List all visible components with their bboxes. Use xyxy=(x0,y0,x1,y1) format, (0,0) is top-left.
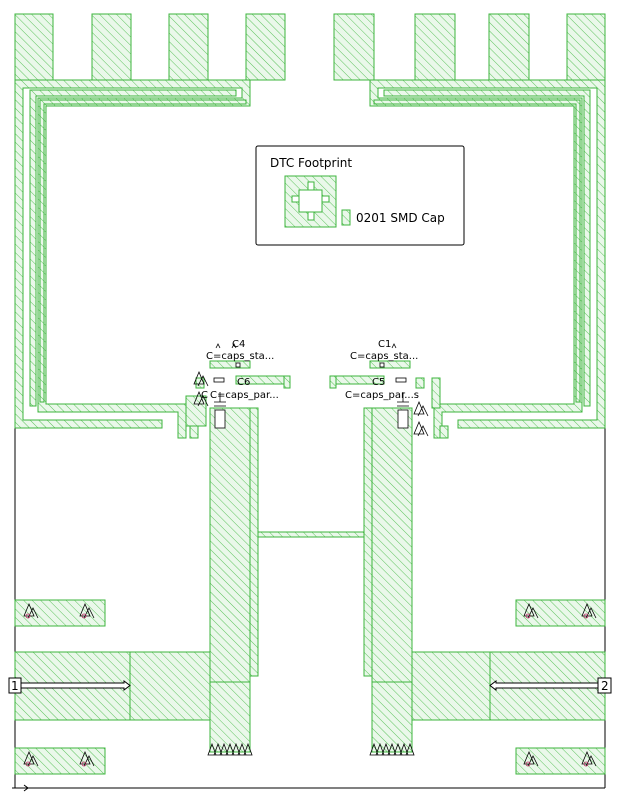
component-labels: C4 C=caps_sta... C6 C=caps_par... C C1 C… xyxy=(201,339,419,401)
coupling-ring-right xyxy=(369,79,606,439)
via-icon xyxy=(413,420,429,437)
via-icon xyxy=(23,602,39,619)
origin-marker xyxy=(12,784,29,792)
c4-value: C=caps_sta... xyxy=(206,351,274,362)
c6-partial-name: C xyxy=(201,390,208,401)
via-icon xyxy=(79,602,95,619)
coupling-ring-left xyxy=(14,79,251,439)
via-markers xyxy=(23,370,597,767)
c5-value: C=caps_par...s xyxy=(345,390,419,401)
port-2[interactable]: 2 xyxy=(489,677,612,694)
c1-value: C=caps_sta... xyxy=(350,351,418,362)
legend-cap-label: 0201 SMD Cap xyxy=(356,211,445,225)
c6-value: C=caps_par... xyxy=(210,390,279,401)
via-icon xyxy=(79,750,95,767)
port-1-arrow-icon xyxy=(20,680,131,691)
via-icon xyxy=(581,750,597,767)
via-icon xyxy=(193,370,209,387)
via-icon xyxy=(23,750,39,767)
c5-name: C5 xyxy=(372,377,385,388)
side-pads xyxy=(14,599,606,775)
port-2-label: 2 xyxy=(601,679,609,693)
cap-c5-body xyxy=(397,409,409,429)
port-1[interactable]: 1 xyxy=(8,677,131,694)
c1-name: C1 xyxy=(378,339,391,350)
cap-stubs xyxy=(195,360,425,389)
via-icon xyxy=(523,750,539,767)
legend-box: DTC Footprint 0201 SMD Cap xyxy=(255,145,465,246)
c4-name: C4 xyxy=(232,339,245,350)
port-1-label: 1 xyxy=(11,679,19,693)
via-icon xyxy=(413,400,429,417)
capacitor-symbols xyxy=(213,343,409,429)
via-icon xyxy=(193,390,209,407)
feed-lines xyxy=(14,407,606,753)
dtc-footprint-symbol xyxy=(284,175,337,228)
via-icon xyxy=(523,602,539,619)
smd-cap-symbol xyxy=(341,209,351,226)
top-pads xyxy=(14,13,606,81)
port-2-arrow-icon xyxy=(489,680,599,691)
ground-via-rows xyxy=(207,742,415,756)
via-icon xyxy=(581,602,597,619)
c6-name: C6 xyxy=(237,377,250,388)
legend-title: DTC Footprint xyxy=(270,156,352,170)
cap-c6-body xyxy=(214,409,226,429)
